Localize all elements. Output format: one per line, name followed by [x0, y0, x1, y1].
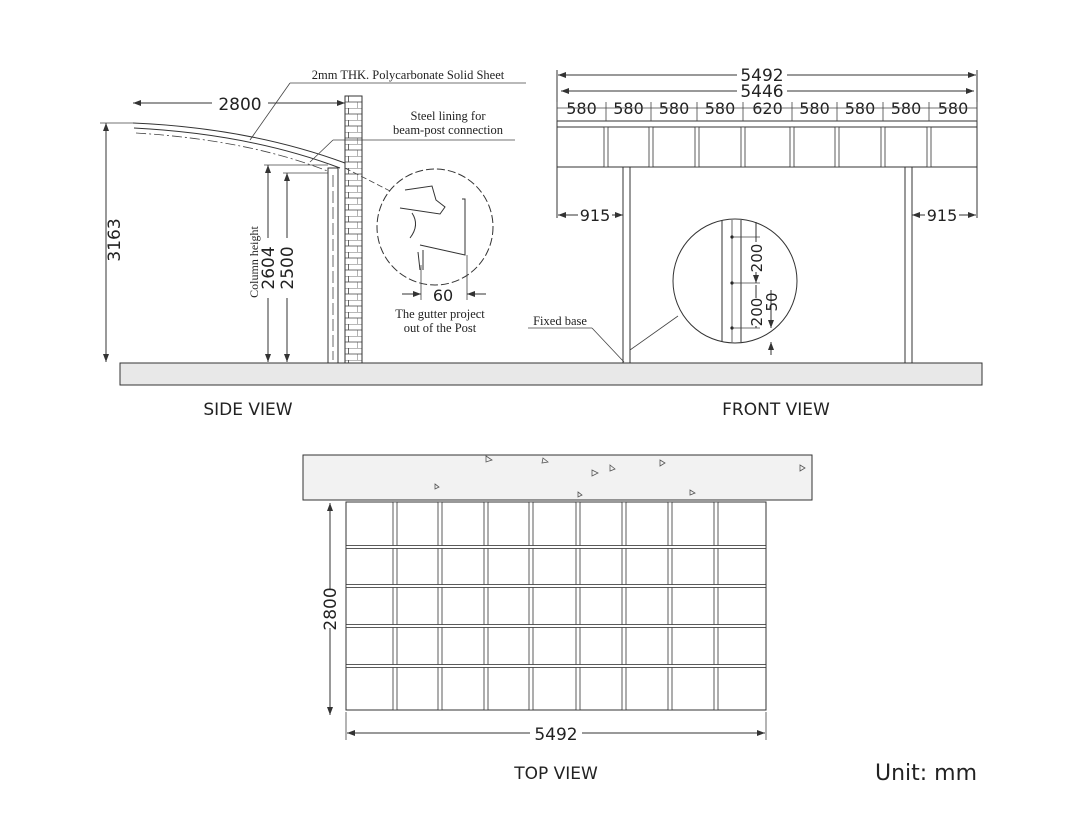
detail-dim-base: 50	[763, 292, 781, 311]
rafter	[603, 126, 609, 168]
grid-purlin	[345, 584, 767, 588]
fixed-base-label: Fixed base	[533, 314, 587, 328]
grid-rafter	[621, 501, 627, 711]
rafter	[834, 126, 840, 168]
front-roof	[556, 120, 978, 168]
dim-front-total: 5492	[740, 66, 783, 86]
dim-column-2500: 2500	[278, 246, 298, 289]
dim-segment: 580	[891, 99, 922, 118]
dim-top-depth: 2800	[321, 587, 341, 630]
side-view-title: SIDE VIEW	[203, 400, 292, 420]
dim-right-overhang: 915	[927, 206, 958, 225]
base-detail-circle	[672, 218, 798, 344]
grid-rafter	[667, 501, 673, 711]
gutter-label-2: out of the Post	[404, 321, 477, 335]
grid-rafter	[713, 501, 719, 711]
dim-segment: 620	[752, 99, 783, 118]
dim-front-inner: 5446	[740, 82, 783, 102]
rafter	[926, 126, 932, 168]
column-height-label: Column height	[247, 226, 261, 298]
dim-column-2604: 2604	[259, 246, 279, 289]
grid-purlin	[345, 624, 767, 628]
dim-top-width: 5492	[534, 725, 577, 745]
lining-label-1: Steel lining for	[411, 109, 487, 123]
dim-segment: 580	[659, 99, 690, 118]
dim-segment: 580	[938, 99, 969, 118]
detail-dim-upper: 200	[748, 244, 766, 273]
rafter	[789, 126, 795, 168]
gutter-label-1: The gutter project	[395, 307, 485, 321]
dim-side-depth: 2800	[218, 95, 261, 115]
detail-dim-lower: 200	[748, 298, 766, 327]
rafter	[694, 126, 700, 168]
roof-sheet	[132, 122, 346, 164]
dim-gutter: 60	[433, 286, 453, 305]
grid-rafter	[483, 501, 489, 711]
top-view: 2800 5492 TOP VIEW	[302, 454, 813, 784]
gutter-detail-circle	[376, 168, 494, 286]
ground-slab	[119, 362, 983, 386]
grid-rafter	[392, 501, 398, 711]
grid-rafter	[437, 501, 443, 711]
top-view-title: TOP VIEW	[513, 764, 598, 784]
sheet-label: 2mm THK. Polycarbonate Solid Sheet	[312, 68, 505, 82]
dim-segment: 580	[566, 99, 597, 118]
side-view: 2800 3163 2604 2500 Column height 2mm TH…	[100, 68, 526, 420]
front-post-right	[904, 166, 913, 364]
dim-total-height: 3163	[105, 218, 125, 261]
rafter	[740, 126, 746, 168]
grid-purlin	[345, 664, 767, 668]
rafter	[880, 126, 886, 168]
top-roof-grid	[345, 501, 767, 711]
dim-segment: 580	[799, 99, 830, 118]
grid-purlin	[345, 545, 767, 549]
brick-wall	[344, 95, 363, 364]
grid-rafter	[528, 501, 534, 711]
unit-label: Unit: mm	[875, 761, 977, 786]
rafter	[648, 126, 654, 168]
dim-left-overhang: 915	[580, 206, 611, 225]
front-post-left	[622, 166, 631, 364]
grid-rafter	[575, 501, 581, 711]
front-view-title: FRONT VIEW	[722, 400, 830, 420]
dim-segment: 580	[613, 99, 644, 118]
top-wall	[302, 454, 813, 501]
dim-segment: 580	[845, 99, 876, 118]
dim-segment: 580	[705, 99, 736, 118]
lining-label-2: beam-post connection	[393, 123, 504, 137]
front-view: 5492 5446 580 580 580 580 620 580 580 580 580 91…	[528, 66, 978, 420]
